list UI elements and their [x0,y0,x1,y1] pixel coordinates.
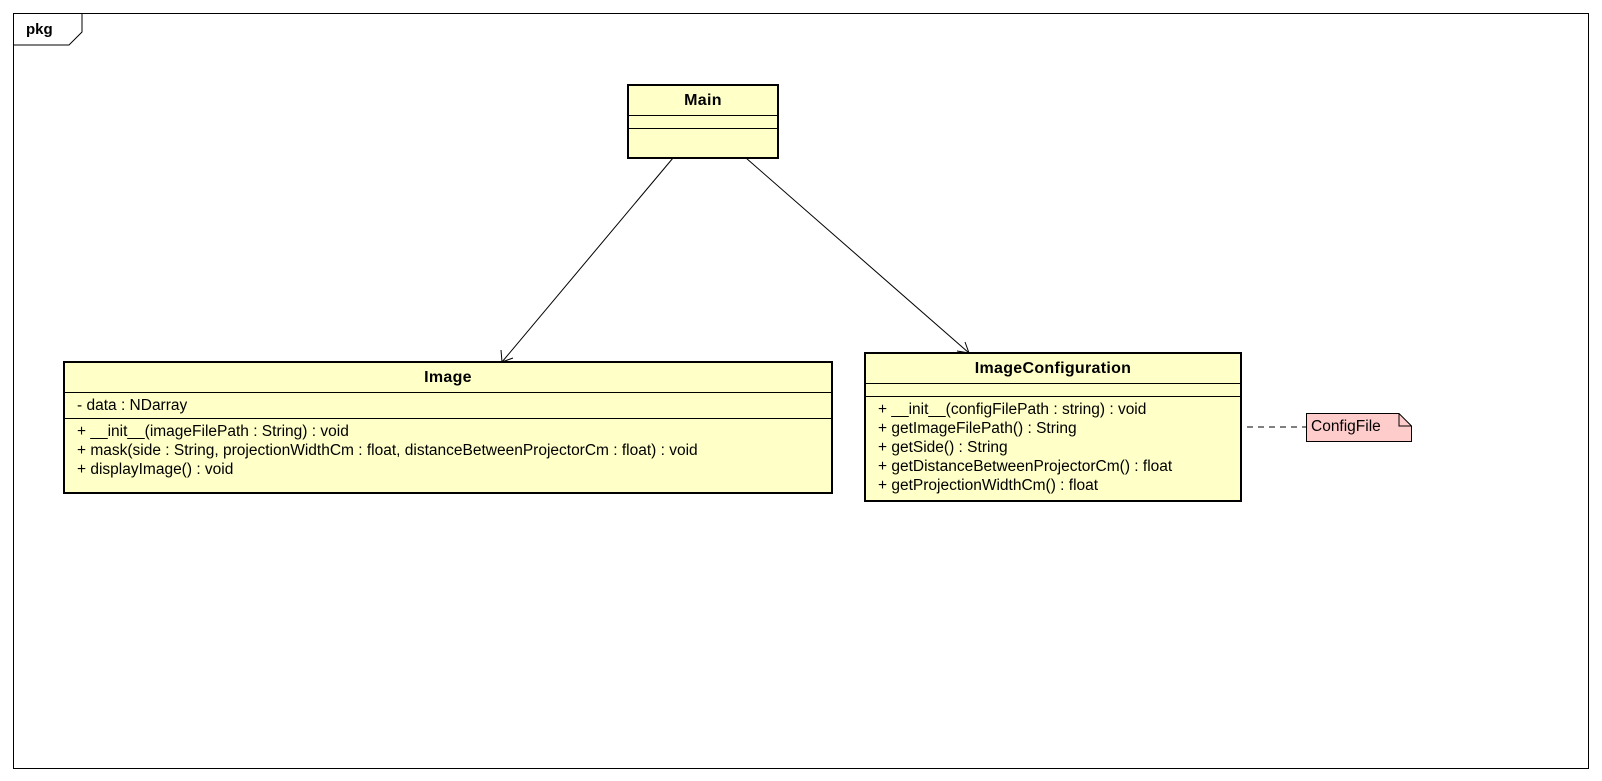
operation-get-distance-between-projector-cm: + getDistanceBetweenProjectorCm() : floa… [878,458,1173,475]
class-image[interactable]: Image - data : NDarray + __init__(imageF… [63,361,833,494]
operation-init: + __init__(imageFilePath : String) : voi… [77,423,349,440]
class-image-configuration-operations: + __init__(configFilePath : string) : vo… [866,397,1240,498]
package-tab-outline [14,14,83,46]
note-shape [1306,413,1412,442]
class-image-name: Image [65,363,831,393]
note-config-file[interactable]: ConfigFile [1306,413,1412,442]
operation-display-image: + displayImage() : void [77,461,234,478]
operation-init: + __init__(configFilePath : string) : vo… [878,401,1147,418]
class-main-operations [629,129,777,159]
package-frame [13,13,1589,769]
edge-main-to-image-configuration [745,157,970,354]
class-image-attributes: - data : NDarray [65,393,831,419]
class-image-configuration-name: ImageConfiguration [866,354,1240,384]
class-image-operations: + __init__(imageFilePath : String) : voi… [65,419,831,482]
operation-get-image-file-path: + getImageFilePath() : String [878,420,1077,437]
note-text: ConfigFile [1311,418,1381,435]
edge-main-to-image [501,157,674,363]
operation-get-side: + getSide() : String [878,439,1008,456]
package-label: pkg [26,21,53,38]
class-image-configuration[interactable]: ImageConfiguration + __init__(configFile… [864,352,1242,502]
class-main[interactable]: Main [627,84,779,159]
class-main-attributes [629,116,777,129]
operation-mask: + mask(side : String, projectionWidthCm … [77,442,698,459]
operation-get-projection-width-cm: + getProjectionWidthCm() : float [878,477,1099,494]
class-main-name: Main [629,86,777,116]
attribute-data: - data : NDarray [77,397,188,414]
class-image-configuration-attributes [866,384,1240,397]
